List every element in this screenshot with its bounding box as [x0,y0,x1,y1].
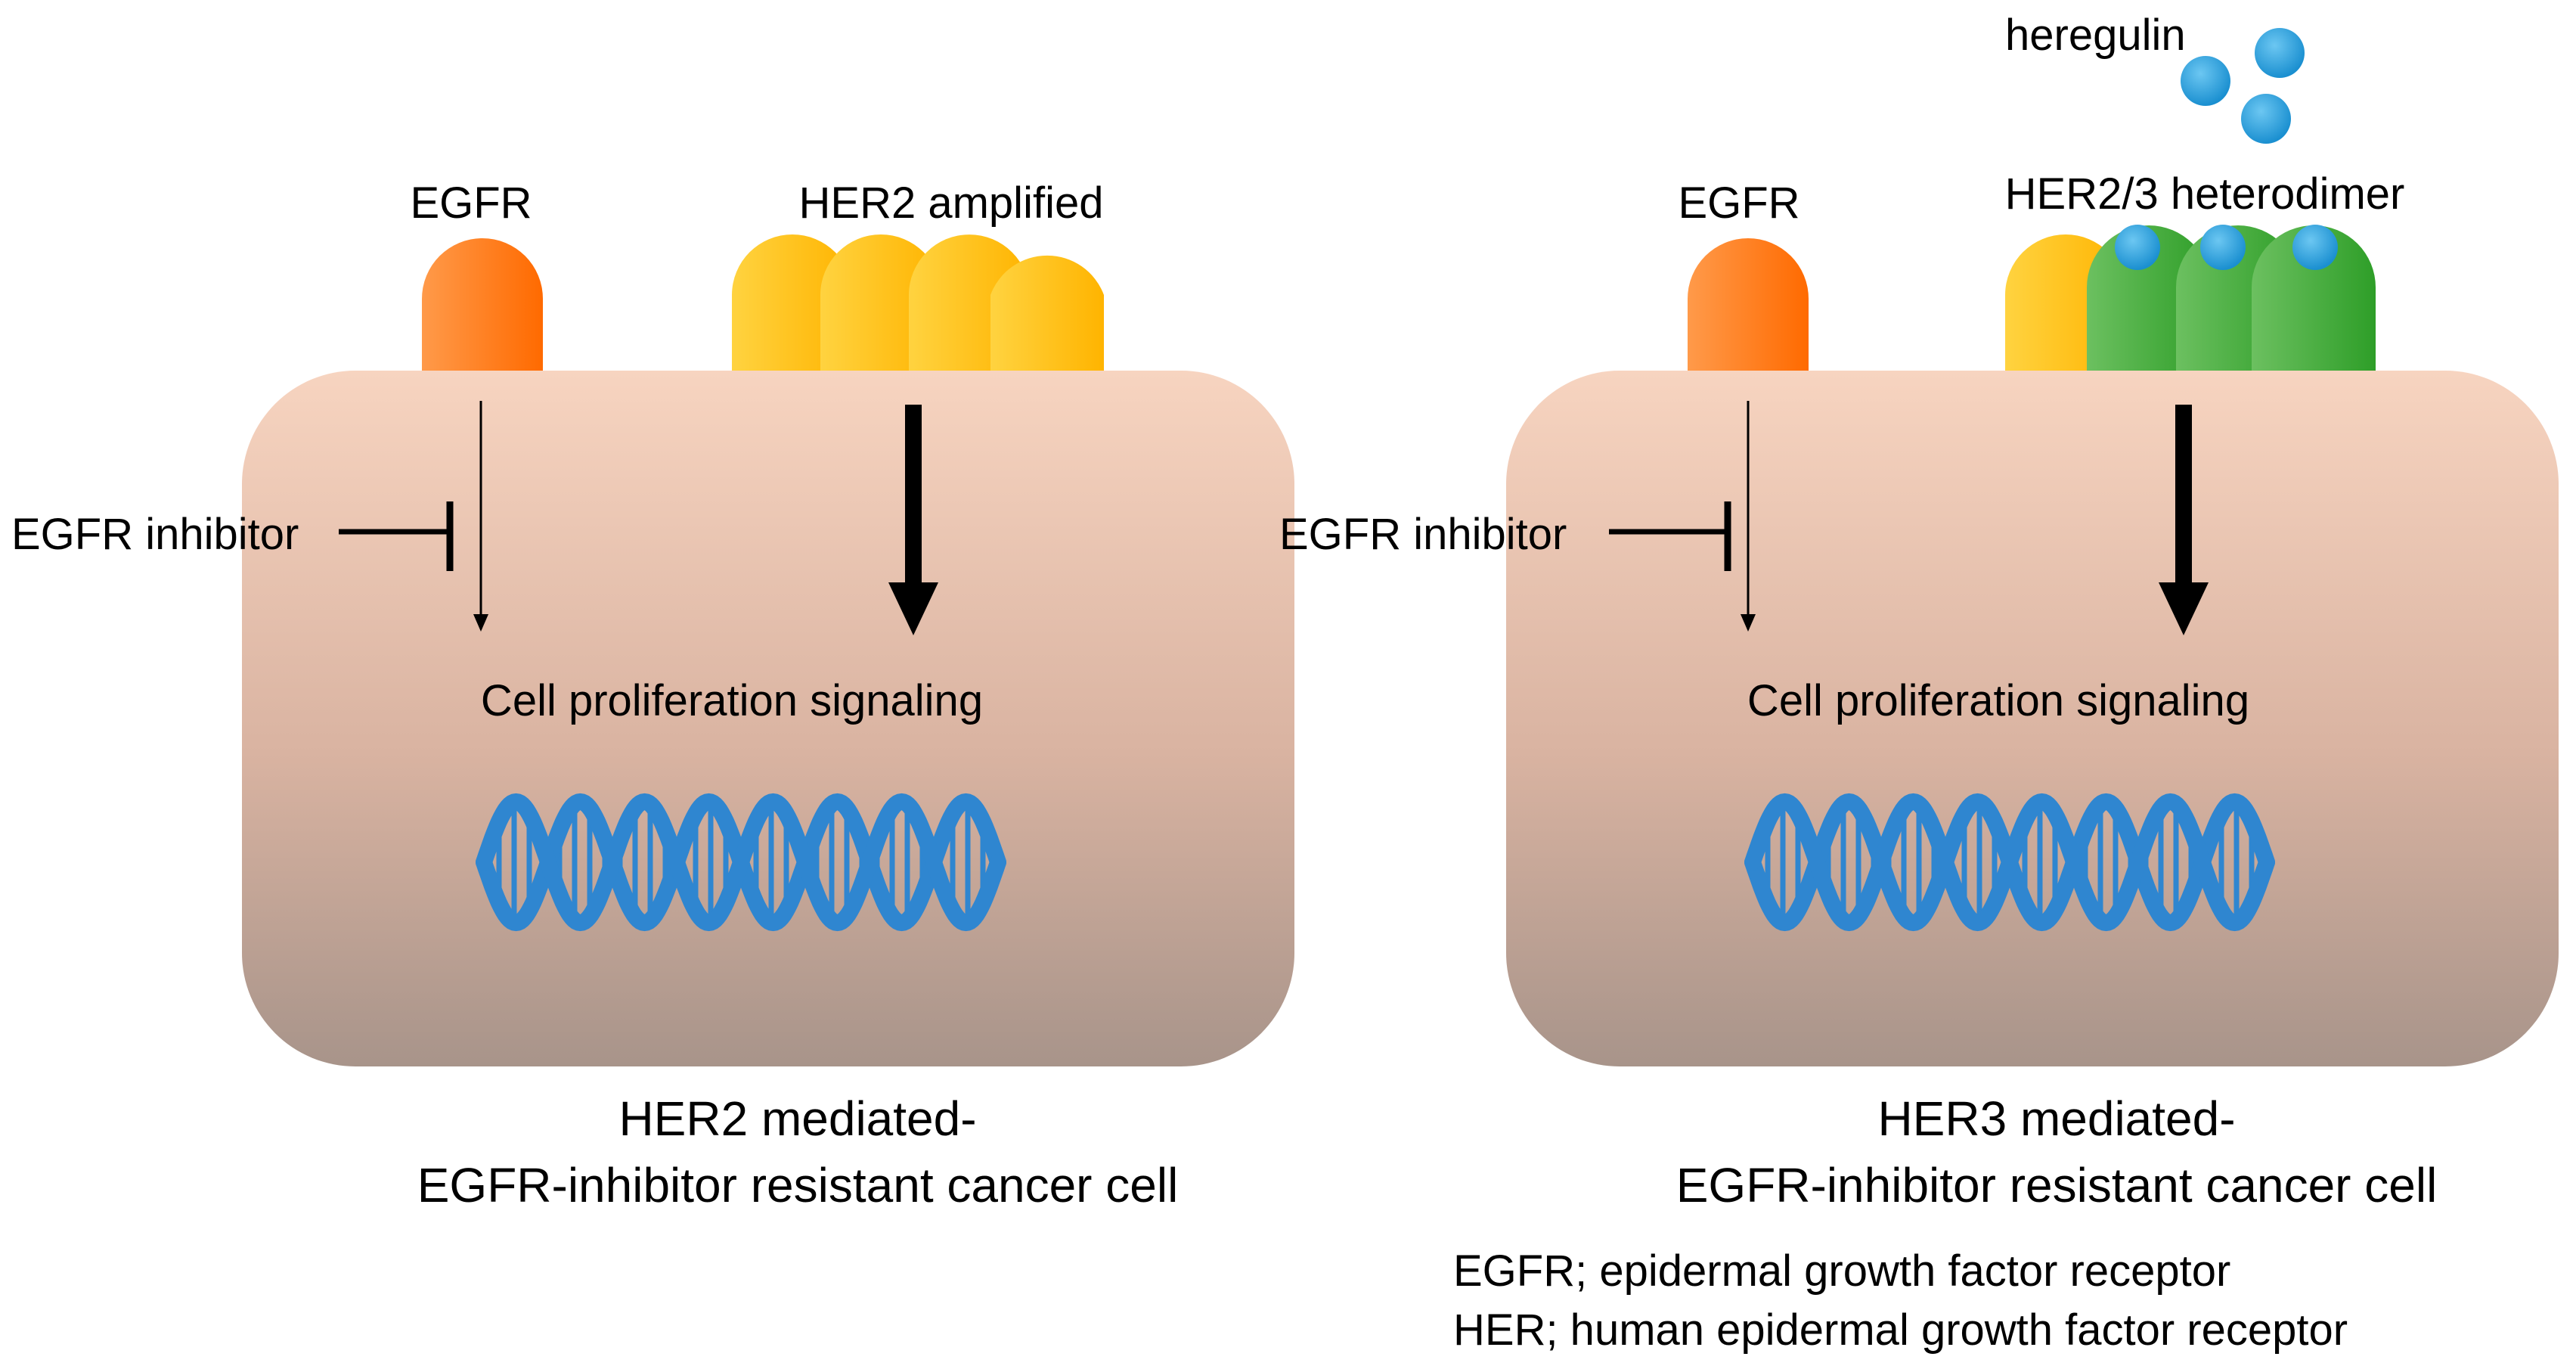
dna-strand [476,793,1006,932]
egfr-receptor-left [422,238,543,371]
dna-helix-right [1744,793,2275,932]
cell-body-left [242,371,1294,1066]
heterodimer-label: HER2/3 heterodimer [2004,169,2405,219]
caption-right-line2: EGFR-inhibitor resistant cancer cell [1675,1158,2438,1212]
heregulin-free [2181,56,2230,106]
heregulin-bound [2200,225,2246,270]
signaling-label-right: Cell proliferation signaling [1747,676,2250,725]
her2-receptor [990,255,1104,371]
dna-strand [1744,793,2275,932]
heregulin-bound [2292,225,2338,270]
her3-signal-arrowhead-right [2159,582,2209,635]
footnote-line2: HER; human epidermal growth factor recep… [1453,1305,2348,1355]
caption-left-line2: EGFR-inhibitor resistant cancer cell [417,1158,1179,1212]
egfr-label-left: EGFR [410,178,532,228]
egfr-signal-arrowhead-right [1741,614,1756,632]
her2-label-left: HER2 amplified [798,178,1104,228]
caption-right-line1: HER3 mediated- [1877,1091,2236,1146]
dna-helix-left [476,793,1006,932]
caption-left-line1: HER2 mediated- [618,1091,977,1146]
egfr-signal-arrowhead-left [473,614,488,632]
her2-signal-arrowhead-left [888,582,938,635]
heregulin-label: heregulin [2005,11,2186,60]
footnote-line1: EGFR; epidermal growth factor receptor [1453,1246,2231,1296]
her3-receptors-right [2087,225,2376,371]
egfr-label-right: EGFR [1678,178,1800,228]
her3-receptor [2252,225,2376,371]
inhibitor-label-left: EGFR inhibitor [11,510,299,559]
heregulin-bound [2115,225,2160,270]
egfr-receptor-right [1688,238,1809,371]
signaling-label-left: Cell proliferation signaling [480,676,984,725]
heregulin-free [2241,94,2291,144]
inhibitor-label-right: EGFR inhibitor [1279,510,1567,559]
heregulin-free [2255,28,2305,78]
her2-receptors-left [732,234,1104,371]
